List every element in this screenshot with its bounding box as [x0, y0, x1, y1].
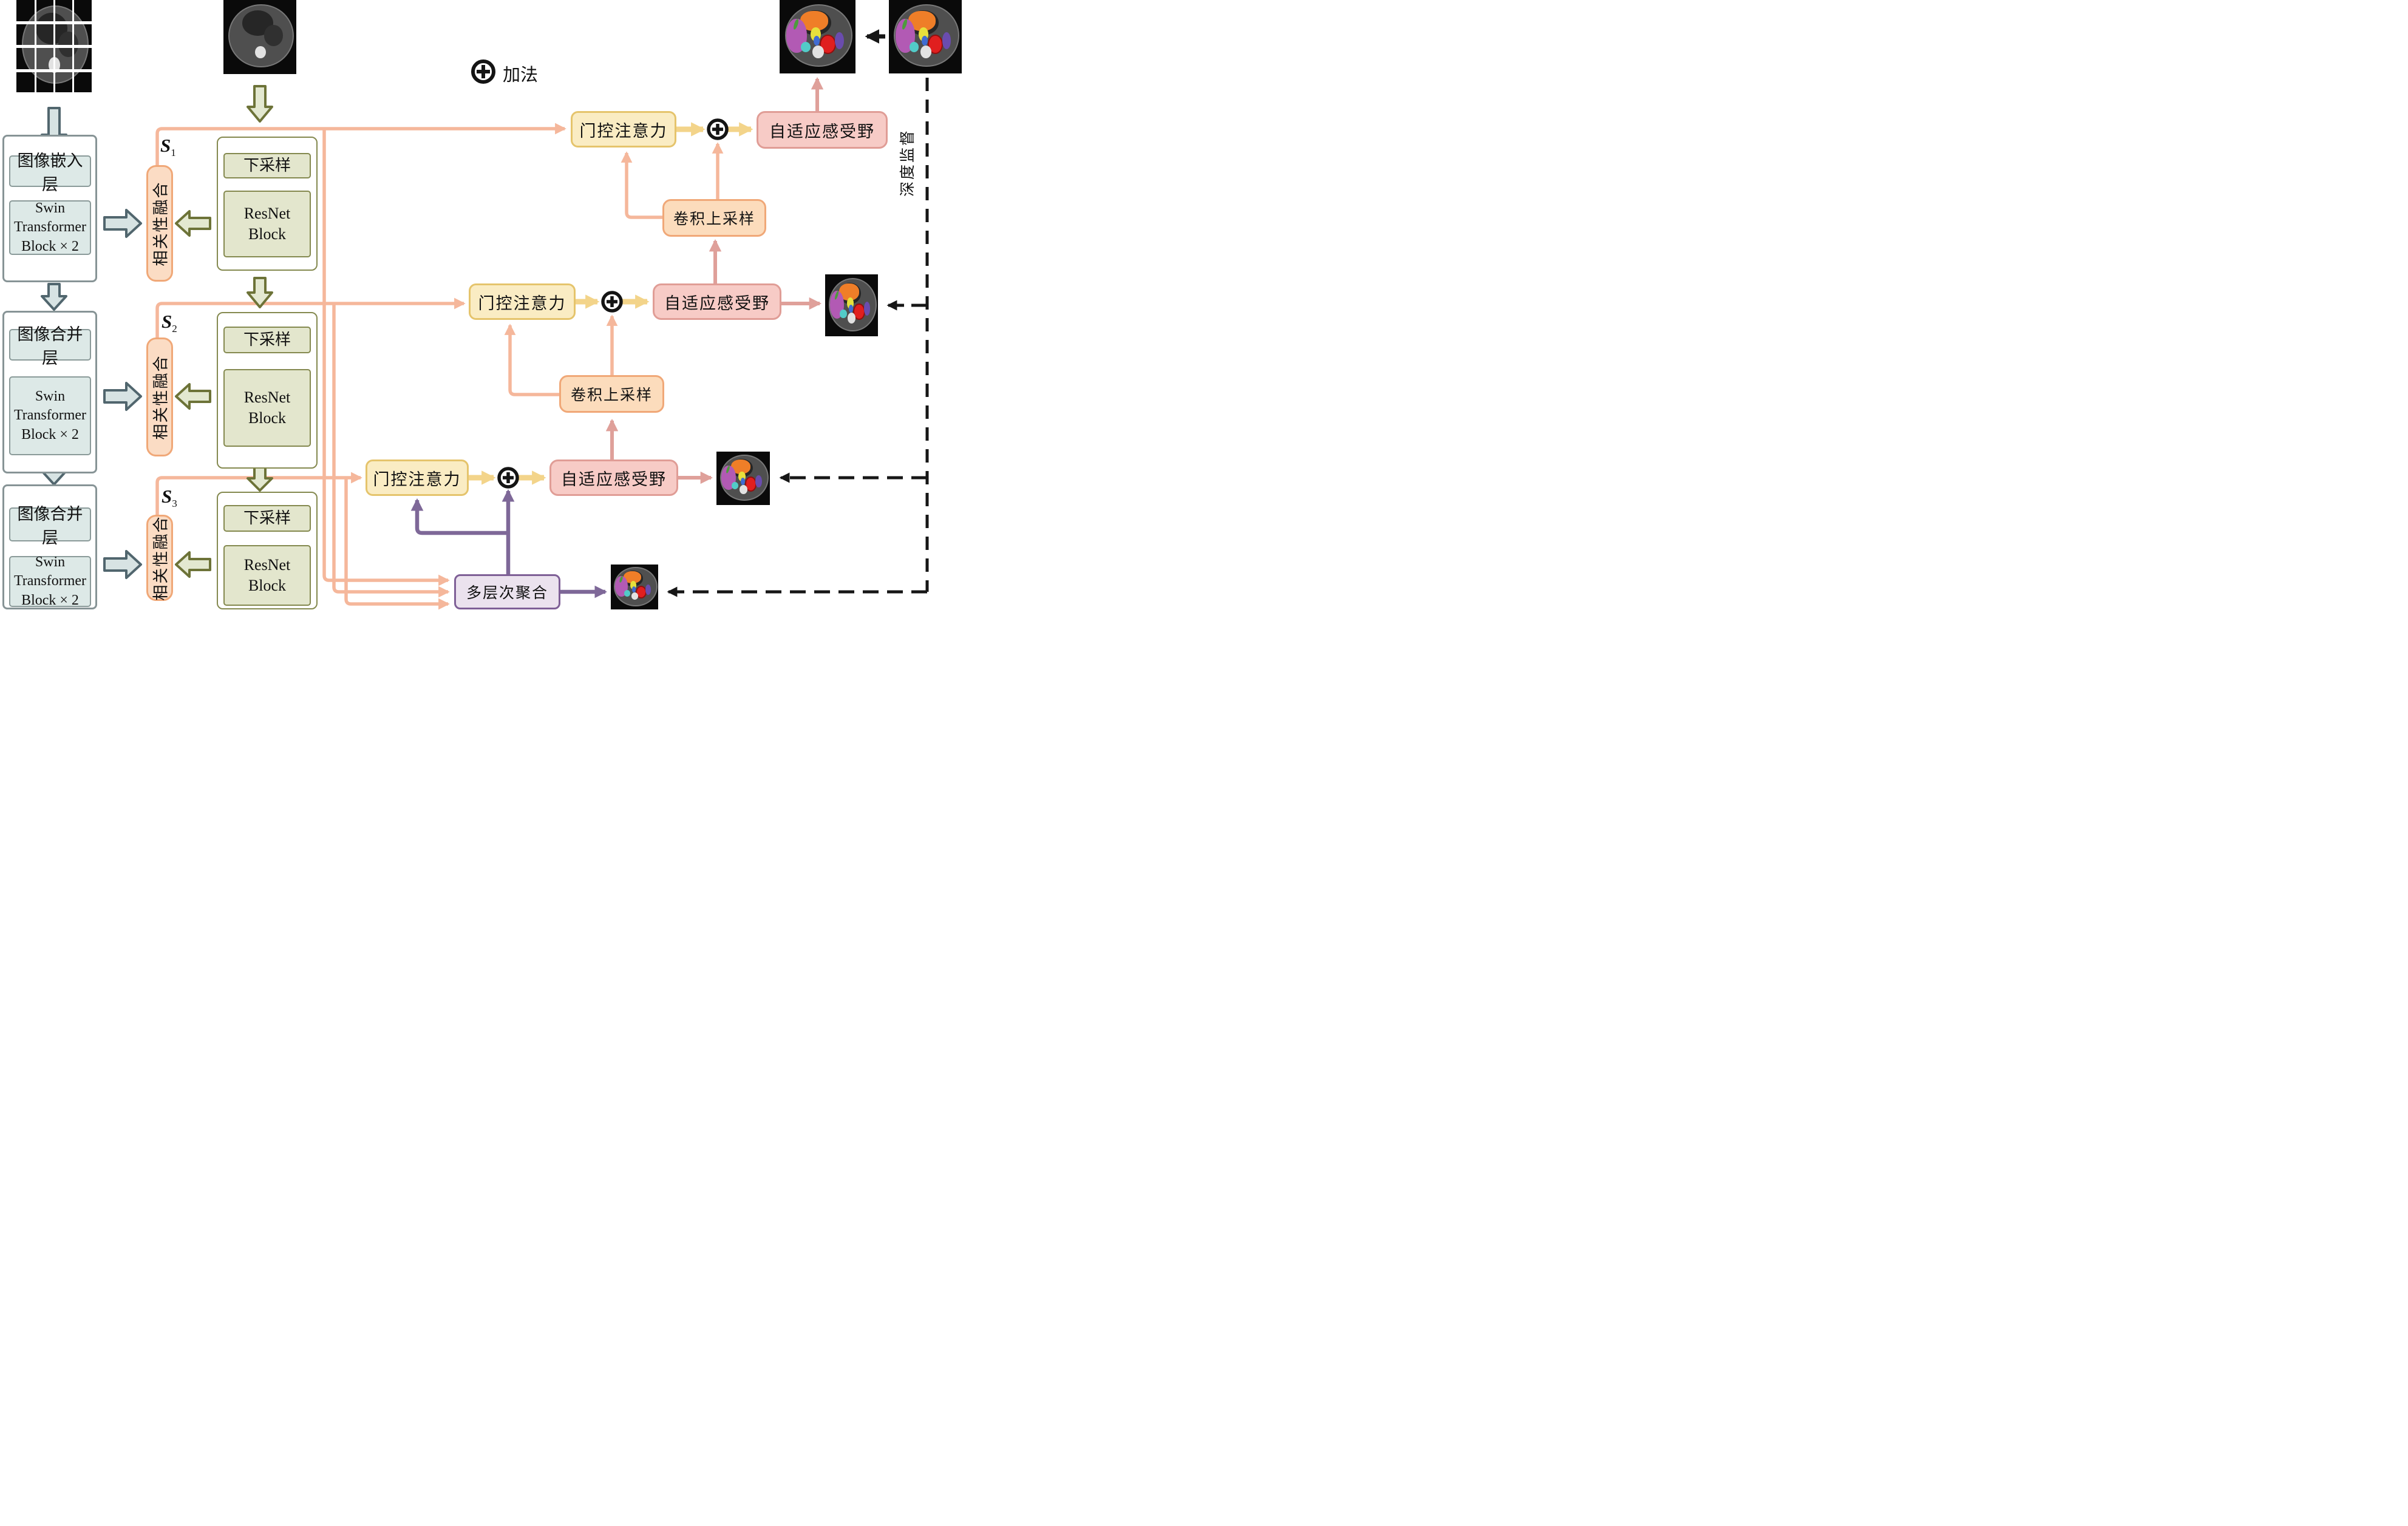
prediction-image-row2	[825, 274, 878, 336]
skip-label-s1: S1	[160, 135, 176, 159]
gate-attention-3: 门控注意力	[366, 459, 469, 496]
skip-label-s3: S3	[162, 486, 177, 510]
adaptive-rf-1: 自适应感受野	[757, 111, 888, 149]
upsample-feed-lines	[605, 76, 824, 484]
adaptive-rf-2: 自适应感受野	[653, 283, 781, 320]
conv-upsample-1: 卷积上采样	[662, 199, 766, 237]
resnet-box-1: ResNet Block	[223, 191, 311, 257]
swin-block-2: Swin Transformer Block × 2	[9, 376, 91, 455]
prediction-image-row3	[716, 452, 770, 505]
add-node-1	[707, 118, 729, 140]
architecture-diagram: 加法 图像嵌入层 Swin Transformer Block × 2 图像合并…	[0, 0, 963, 611]
add-legend-icon	[471, 59, 495, 84]
gate-attention-1: 门控注意力	[571, 111, 676, 148]
swin-block-3: Swin Transformer Block × 2	[9, 554, 91, 608]
multi-level-aggregation: 多层次聚合	[454, 574, 560, 609]
prediction-image-full	[780, 0, 855, 73]
deep-supervision-lines	[667, 29, 929, 597]
gate-attention-2: 门控注意力	[469, 283, 576, 320]
connector-layer	[41, 29, 929, 610]
patch-embed-box: 图像嵌入层	[9, 152, 91, 194]
fusion-label-1: 相关性融合	[152, 180, 170, 266]
gate-sum-lines	[469, 122, 753, 485]
resnet-box-3: ResNet Block	[223, 545, 311, 606]
add-node-2	[601, 291, 623, 313]
deep-supervision-label: 深度监督	[899, 128, 916, 197]
ground-truth-image	[889, 0, 962, 73]
aggregation-lines	[410, 489, 608, 599]
legend-add-label: 加法	[503, 66, 539, 85]
fusion-label-2: 相关性融合	[152, 354, 170, 440]
resnet-box-2: ResNet Block	[223, 369, 311, 447]
swin-block-1: Swin Transformer Block × 2	[9, 200, 91, 255]
patch-merge-box-2: 图像合并层	[9, 325, 91, 367]
downsample-box-3: 下采样	[223, 505, 311, 532]
add-node-3	[497, 467, 519, 489]
conv-upsample-2: 卷积上采样	[559, 375, 664, 413]
input-ct-image	[223, 0, 296, 74]
patch-merge-box-3: 图像合并层	[9, 505, 91, 547]
input-ct-grid-image	[16, 0, 92, 92]
fusion-box-3: 相关性融合	[146, 515, 173, 601]
deep-supervision-label-wrap: 深度监督	[858, 111, 955, 214]
cnn-block-arrows	[175, 85, 273, 578]
fusion-box-2: 相关性融合	[146, 337, 173, 456]
skip-connection-lines	[155, 123, 724, 610]
fusion-label-3: 相关性融合	[152, 515, 170, 601]
fusion-box-1: 相关性融合	[146, 165, 173, 282]
skip-label-s2: S2	[162, 311, 177, 335]
downsample-box-1: 下采样	[223, 153, 311, 178]
add-nodes	[471, 59, 729, 489]
downsample-box-2: 下采样	[223, 327, 311, 353]
prediction-image-bottom	[611, 565, 658, 609]
adaptive-rf-3: 自适应感受野	[549, 459, 678, 496]
